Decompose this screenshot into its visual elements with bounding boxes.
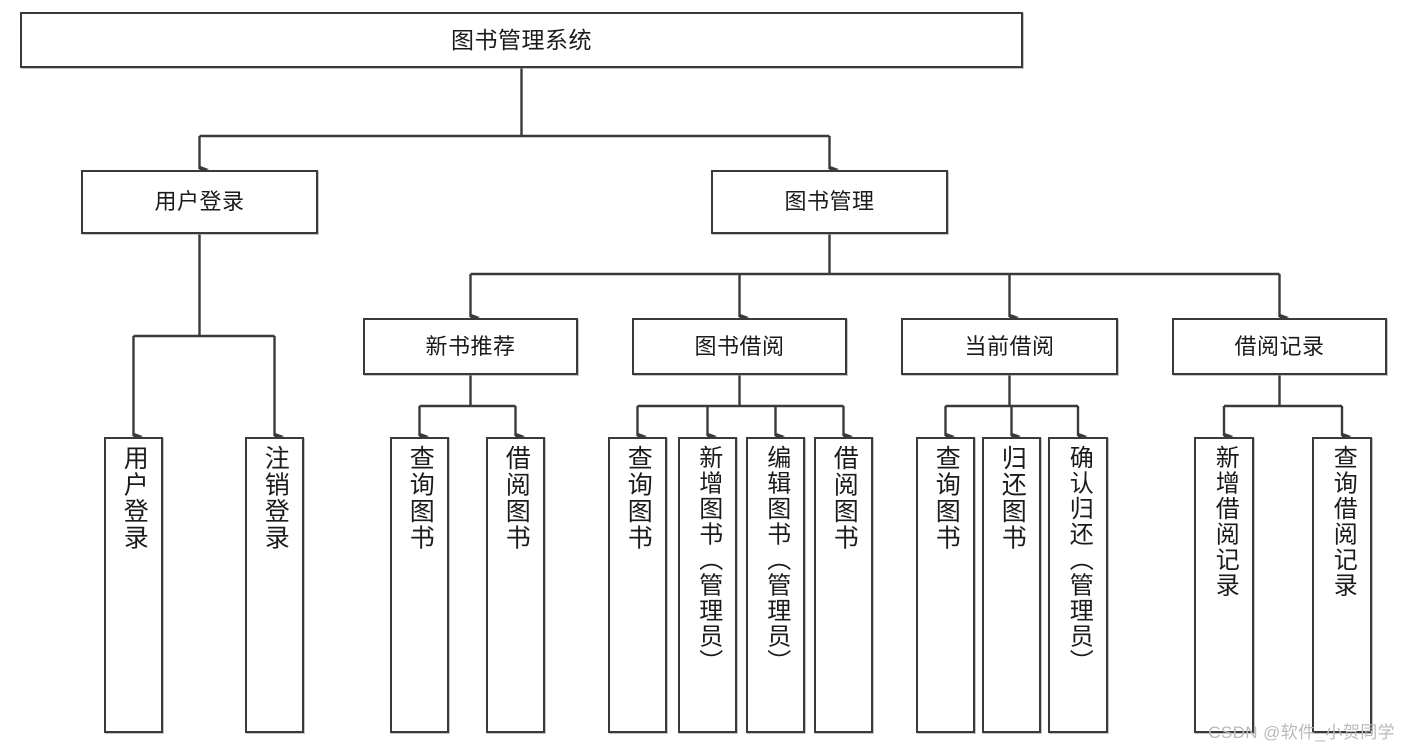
- node-label: 新书推荐: [425, 333, 516, 359]
- node-label: 借阅记录: [1234, 333, 1325, 359]
- connector-lines: [132, 68, 1352, 440]
- node-l_confirm[interactable]: 确认归还（管理员）: [1048, 437, 1108, 733]
- node-l_logout[interactable]: 注销登录: [245, 437, 304, 733]
- node-label: 查询借阅记录: [1329, 445, 1357, 598]
- node-login[interactable]: 用户登录: [81, 170, 318, 234]
- node-label: 借阅图书: [502, 445, 531, 551]
- node-l_qbook2[interactable]: 查询图书: [608, 437, 667, 733]
- node-bookmgmt[interactable]: 图书管理: [711, 170, 948, 234]
- node-borrow[interactable]: 图书借阅: [632, 318, 847, 375]
- node-label: 归还图书: [998, 445, 1027, 551]
- node-l_return[interactable]: 归还图书: [982, 437, 1041, 733]
- node-l_bbook1[interactable]: 借阅图书: [486, 437, 545, 733]
- node-l_qbook3[interactable]: 查询图书: [916, 437, 975, 733]
- node-l_bbook2[interactable]: 借阅图书: [814, 437, 873, 733]
- node-label: 用户登录: [154, 189, 245, 215]
- node-label: 查询图书: [624, 445, 653, 551]
- node-label: 注销登录: [261, 445, 290, 551]
- node-label: 借阅图书: [830, 445, 859, 551]
- node-label: 编辑图书（管理员）: [762, 445, 790, 675]
- node-label: 新增借阅记录: [1211, 445, 1239, 598]
- node-l_login[interactable]: 用户登录: [104, 437, 163, 733]
- node-records[interactable]: 借阅记录: [1172, 318, 1387, 375]
- node-newbook[interactable]: 新书推荐: [363, 318, 578, 375]
- node-label: 确认归还（管理员）: [1065, 445, 1093, 675]
- node-label: 图书借阅: [694, 333, 785, 359]
- node-l_addbook[interactable]: 新增图书（管理员）: [678, 437, 737, 733]
- node-l_addrec[interactable]: 新增借阅记录: [1194, 437, 1254, 733]
- node-current[interactable]: 当前借阅: [901, 318, 1118, 375]
- node-label: 查询图书: [932, 445, 961, 551]
- node-l_qrec[interactable]: 查询借阅记录: [1312, 437, 1372, 733]
- node-label: 用户登录: [120, 445, 149, 551]
- node-label: 查询图书: [406, 445, 435, 551]
- watermark-label: CSDN @软件_小贺同学: [1208, 723, 1395, 742]
- node-label: 新增图书（管理员）: [694, 445, 722, 675]
- node-label: 图书管理: [784, 189, 875, 215]
- node-label: 图书管理系统: [451, 26, 592, 53]
- node-root[interactable]: 图书管理系统: [20, 12, 1023, 68]
- node-label: 当前借阅: [964, 333, 1055, 359]
- node-l_qbook1[interactable]: 查询图书: [390, 437, 449, 733]
- node-l_editbook[interactable]: 编辑图书（管理员）: [746, 437, 805, 733]
